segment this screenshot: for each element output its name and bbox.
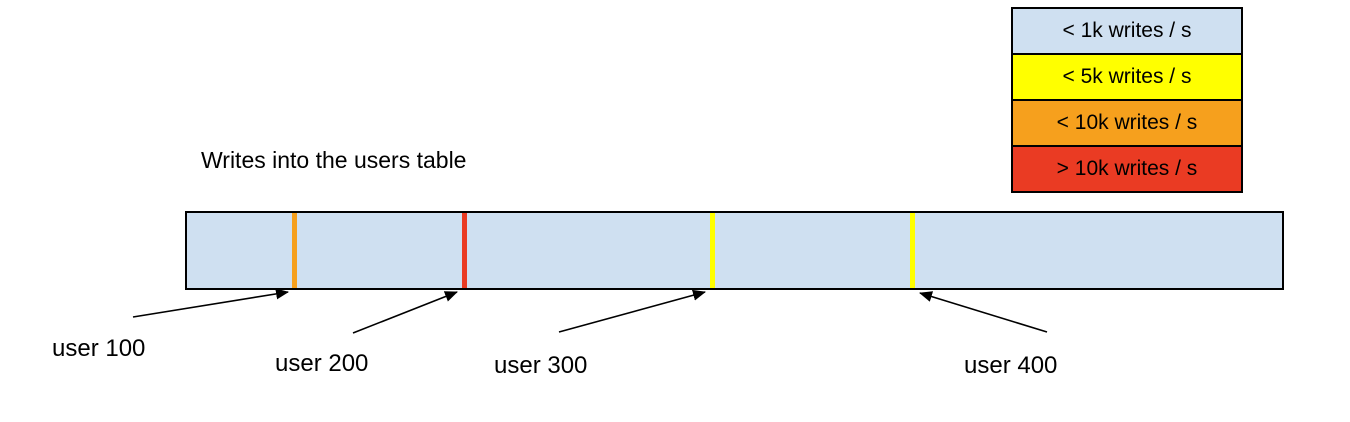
- hotspot-stripe-user-100: [292, 213, 298, 288]
- legend-item-lt-1k: < 1k writes / s: [1011, 7, 1243, 55]
- write-rate-legend: < 1k writes / s < 5k writes / s < 10k wr…: [1011, 7, 1243, 193]
- hotspot-stripe-user-200: [462, 213, 468, 288]
- legend-label: < 1k writes / s: [1062, 19, 1192, 42]
- arrow-user-100: [132, 288, 289, 318]
- user-300-label: user 300: [494, 352, 588, 379]
- hotspot-stripe-user-300: [709, 213, 715, 288]
- arrow-user-200: [352, 291, 458, 334]
- legend-item-lt-5k: < 5k writes / s: [1011, 53, 1243, 101]
- legend-item-lt-10k: < 10k writes / s: [1011, 99, 1243, 147]
- legend-label: < 10k writes / s: [1056, 111, 1198, 134]
- legend-item-gt-10k: > 10k writes / s: [1011, 145, 1243, 193]
- diagram-title: Writes into the users table: [201, 147, 467, 173]
- legend-label: < 5k writes / s: [1062, 65, 1192, 88]
- user-200-label: user 200: [275, 350, 369, 377]
- arrow-user-300: [558, 289, 706, 333]
- user-400-label: user 400: [964, 352, 1058, 379]
- legend-label: > 10k writes / s: [1056, 157, 1198, 180]
- users-table-bar: [185, 211, 1284, 290]
- arrow-user-400: [919, 291, 1048, 333]
- user-100-label: user 100: [52, 335, 146, 362]
- hotspot-stripe-user-400: [909, 213, 915, 288]
